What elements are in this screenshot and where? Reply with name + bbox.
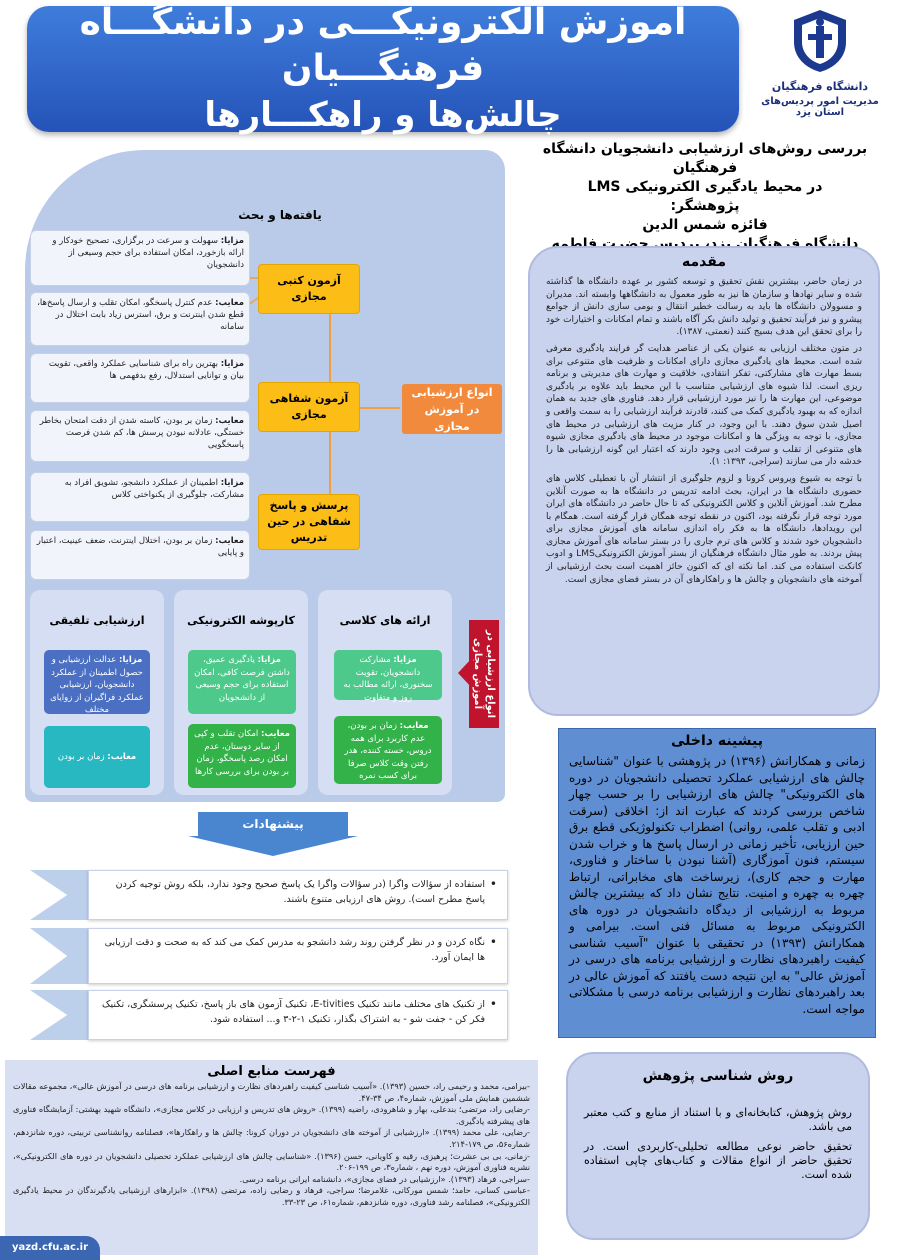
logo-university-name: دانشگاه فرهنگیان — [771, 80, 869, 93]
column-title: ارائه های کلاسی — [339, 614, 431, 627]
methodology-title: روش شناسی پژوهش — [642, 1068, 794, 1084]
methodology-panel: روش شناسی پژوهش روش پژوهش، کتابخانه‌ای و… — [566, 1052, 870, 1240]
reference-item: -سراجی، فرهاد (۱۳۹۳). «ارزشیابی در فضای … — [239, 1173, 530, 1184]
reference-item: -عباسی کسانی، حامد؛ شمس مورکانی، غلامرضا… — [13, 1185, 530, 1207]
literature-review-title: پیشینه داخلی — [671, 733, 763, 749]
pros-label: مزایا: — [220, 236, 244, 246]
pros-label: مزایا: — [220, 359, 244, 369]
pros-text: اطمینان از عملکرد دانشجو، تشویق افراد به… — [64, 478, 244, 500]
cons-box: معایب: امکان تقلب و کپی از سایر دوستان، … — [188, 724, 296, 788]
chevron-icon — [30, 990, 92, 1040]
pros-label: مزایا: — [119, 655, 143, 665]
evaluation-type-box: پرسش و پاسخ شفاهی در حین تدریس — [258, 494, 360, 550]
university-logo: دانشگاه فرهنگیان مدیریت امور پردیس‌های ا… — [745, 6, 895, 128]
research-title-line1: بررسی روش‌های ارزشیابی دانشجویان دانشگاه… — [542, 141, 868, 176]
pros-box: مزایا: بهترین راه برای شناسایی عملکرد وا… — [30, 353, 250, 403]
university-emblem-icon — [794, 10, 846, 72]
evaluation-type-box: آزمون کتبی مجازی — [258, 264, 360, 314]
cons-box: معایب: زمان بر بودن، کاسته شدن از دقت ام… — [30, 410, 250, 462]
reference-item: -رضایی راد، مرتضی؛ بندعلی، بهار و شاهرود… — [13, 1104, 530, 1126]
findings-title: یافته‌ها و بحث — [238, 208, 322, 222]
pros-text: مشارکت دانشجویان، تقویت سخنوری، ارائه مط… — [343, 655, 433, 703]
pros-box: مزایا: مشارکت دانشجویان، تقویت سخنوری، ا… — [334, 650, 442, 703]
pros-box: مزایا: یادگیری عمیق، داشتن فرصت کافی، ام… — [188, 650, 296, 714]
pros-text: سهولت و سرعت در برگزاری، تصحیح خودکار و … — [52, 236, 244, 270]
chevron-icon — [30, 928, 92, 984]
pros-box: مزایا: اطمینان از عملکرد دانشجو، تشویق ا… — [30, 472, 250, 522]
reference-item: -زمانی، بی بی عشرت؛ پرهیزی، رقیه و کاویا… — [13, 1150, 530, 1173]
pros-box: مزایا: سهولت و سرعت در برگزاری، تصحیح خو… — [30, 230, 250, 286]
research-title-line2: در محیط یادگیری الکترونیکی LMS — [587, 179, 823, 195]
chevron-icon — [30, 870, 92, 920]
cons-label: معایب: — [261, 729, 290, 739]
introduction-panel: مقدمه در زمان حاضر، بیشترین نقش تحقیق و … — [528, 246, 880, 716]
down-arrow-icon — [188, 836, 358, 856]
pros-text: بهترین راه برای شناسایی عملکرد واقعی، تق… — [48, 359, 244, 381]
cons-box: معایب: عدم کنترل پاسخگو، امکان تقلب و ار… — [30, 292, 250, 346]
suggestion-item: از تکنیک های مختلف مانند تکنیک E-tivitie… — [88, 990, 508, 1040]
introduction-title: مقدمه — [682, 254, 726, 270]
poster-title-line2: چالش‌ها و راهکـــارها — [204, 95, 562, 135]
methodology-paragraph: روش پژوهش، کتابخانه‌ای و با استناد از من… — [584, 1106, 852, 1133]
left-arrow-icon — [458, 658, 472, 688]
footer-website[interactable]: yazd.cfu.ac.ir — [0, 1236, 100, 1260]
poster-header: آموزش الکترونیکـــی در دانشگـــاه فرهنگـ… — [27, 2, 739, 135]
pros-label: مزایا: — [393, 655, 417, 665]
researcher-name: فائزه شمس الدین — [642, 217, 768, 233]
cons-text: زمان بر بودن، عدم کاربرد برای همه دروس، … — [344, 721, 432, 781]
references-panel: فهرست منابع اصلی -بیرامی، محمد و رحیمی ر… — [5, 1060, 538, 1255]
pros-label: مزایا: — [220, 478, 244, 488]
column-title: ارزشیابی تلفیقی — [49, 614, 145, 627]
literature-review-text: زمانی و همکارانش (۱۳۹۶) در پژوهشی با عنو… — [569, 754, 865, 1016]
cons-text: امکان تقلب و کپی از سایر دوستان، عدم امک… — [194, 729, 289, 777]
cons-label: معایب: — [107, 751, 137, 762]
pros-text: یادگیری عمیق، داشتن فرصت کافی، امکان است… — [194, 655, 290, 703]
suggestion-item: استفاده از سؤالات واگرا (در سؤالات واگرا… — [88, 870, 508, 920]
introduction-paragraph: در متون مختلف ارزیابی به عنوان یکی از عن… — [546, 343, 862, 468]
poster-title-line1: آموزش الکترونیکـــی در دانشگـــاه فرهنگـ… — [79, 2, 687, 89]
researcher-label: پژوهشگر: — [670, 198, 740, 214]
cons-text: زمان بر بودن — [57, 751, 105, 762]
evaluation-types-central-box: انواع ارزشیابی در آموزش مجازی — [402, 384, 502, 434]
cons-label: معایب: — [399, 721, 429, 731]
cons-label: معایب: — [215, 416, 244, 426]
reference-item: -بیرامی، محمد و رحیمی راد، حسین (۱۳۹۳). … — [13, 1081, 530, 1103]
literature-review-panel: پیشینه داخلی زمانی و همکارانش (۱۳۹۶) در … — [558, 728, 876, 1038]
reference-item: -رضایی، علی محمد (۱۳۹۹). «ارزشیابی از آم… — [13, 1127, 530, 1149]
vertical-evaluation-label: انواع ارزشیابی در آموزش مجازی — [469, 620, 499, 728]
cons-text: زمان بر بودن، اختلال اینترنت، ضعف عینیت،… — [36, 536, 244, 558]
cons-text: زمان بر بودن، کاسته شدن از دقت امتحان بخ… — [39, 416, 244, 450]
cons-box: معایب: زمان بر بودن، اختلال اینترنت، ضعف… — [30, 530, 250, 580]
logo-department-name: مدیریت امور پردیس‌های استان یزد — [761, 96, 879, 118]
references-title: فهرست منابع اصلی — [207, 1064, 336, 1079]
cons-box: معایب: زمان بر بودن، عدم کاربرد برای همه… — [334, 716, 442, 784]
cons-label: معایب: — [215, 536, 244, 546]
evaluation-type-box: آزمون شفاهی مجازی — [258, 382, 360, 432]
suggestion-item: نگاه کردن و در نظر گرفتن روند رشد دانشجو… — [88, 928, 508, 984]
cons-box: معایب: زمان بر بودن — [44, 726, 150, 788]
suggestions-title: پیشنهادات — [198, 812, 348, 836]
methodology-paragraph: تحقیق حاضر نوعی مطالعه تحلیلی-کاربردی اس… — [584, 1140, 852, 1181]
pros-label: مزایا: — [257, 655, 281, 665]
introduction-paragraph: با توجه به شیوع ویروس کرونا و لزوم جلوگی… — [546, 473, 862, 585]
cons-label: معایب: — [215, 298, 244, 308]
cons-text: عدم کنترل پاسخگو، امکان تقلب و ارسال پاس… — [37, 298, 244, 332]
column-title: کارپوشه الکترونیکی — [187, 614, 295, 627]
introduction-paragraph: در زمان حاضر، بیشترین نقش تحقیق و توسعه … — [546, 277, 862, 338]
pros-box: مزایا: عدالت ارزشیابی و حصول اطمینان از … — [44, 650, 150, 715]
pros-text: عدالت ارزشیابی و حصول اطمینان از عملکرد … — [50, 655, 144, 715]
